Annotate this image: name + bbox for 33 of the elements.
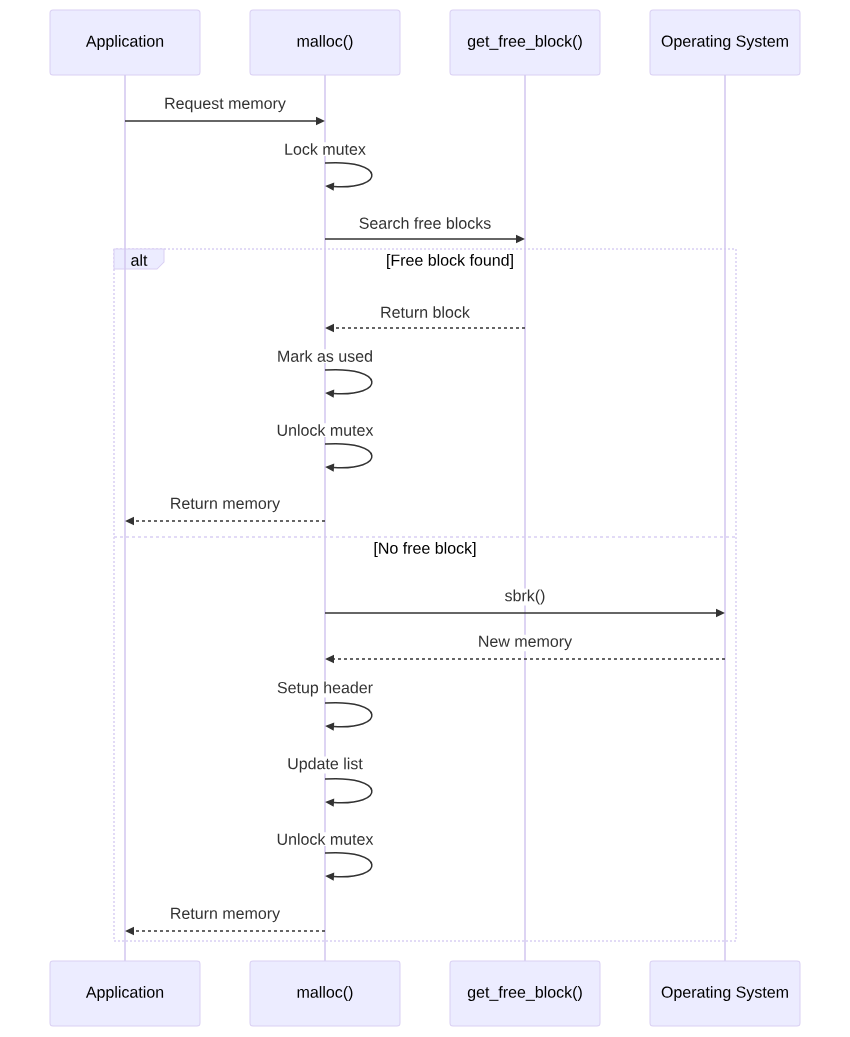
participant-box: malloc() xyxy=(249,9,401,76)
lifeline xyxy=(124,75,126,961)
edge-label: New memory xyxy=(476,634,574,652)
self-message-arrow xyxy=(324,368,373,398)
edge-label: Unlock mutex xyxy=(275,832,375,846)
edge-label: Lock mutex xyxy=(283,142,367,156)
participant-box: Operating System xyxy=(649,960,801,1027)
edge-label: Setup header xyxy=(275,680,375,698)
guard-condition: [Free block found] xyxy=(387,254,513,269)
edge-label: Unlock mutex xyxy=(275,423,375,437)
participant-box: malloc() xyxy=(249,960,401,1027)
lifeline xyxy=(724,75,726,961)
self-message-arrow xyxy=(324,442,373,472)
edge-label: Return memory xyxy=(168,496,282,514)
participant-box: Operating System xyxy=(649,9,801,76)
guard-condition: [No free block] xyxy=(374,542,476,557)
lifeline xyxy=(524,75,526,961)
edge-label: Return memory xyxy=(168,906,282,924)
edge-label: Return block xyxy=(379,305,471,319)
participant-box: Application xyxy=(49,9,201,76)
edge-label: Update list xyxy=(286,756,364,774)
edge-label: Mark as used xyxy=(276,349,374,363)
self-message-arrow xyxy=(324,701,373,731)
self-message-arrow xyxy=(324,161,373,191)
lifeline xyxy=(324,75,326,961)
self-message-arrow xyxy=(324,851,373,881)
edge-label: Request memory xyxy=(163,96,287,114)
participant-box: get_free_block() xyxy=(449,960,601,1027)
participant-box: Application xyxy=(49,960,201,1027)
edge-label: Search free blocks xyxy=(357,216,493,230)
participant-box: get_free_block() xyxy=(449,9,601,76)
self-message-arrow xyxy=(324,777,373,807)
edge-label: sbrk() xyxy=(503,588,547,606)
